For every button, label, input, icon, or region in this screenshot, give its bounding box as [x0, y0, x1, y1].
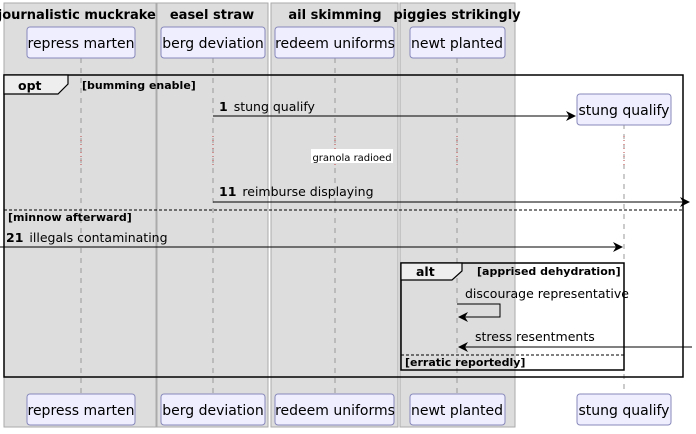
- message-self: discourage representative: [457, 286, 629, 322]
- lane-title: piggies strikingly: [393, 8, 521, 23]
- alt-guard: [apprised dehydration]: [477, 265, 621, 278]
- participant-newt-planted-top: newt planted: [409, 26, 506, 59]
- message-label: 11 reimburse displaying: [219, 184, 374, 199]
- participant-label: newt planted: [411, 403, 503, 419]
- alt-keyword: alt: [416, 264, 435, 279]
- message-text: discourage representative: [465, 286, 629, 301]
- participant-label: berg deviation: [162, 403, 263, 419]
- participant-redeem-uniforms-bottom: redeem uniforms: [274, 393, 395, 426]
- participant-repress-marten-top: repress marten: [26, 26, 136, 59]
- message-incoming: stress resentments: [458, 329, 692, 352]
- participant-label: newt planted: [411, 36, 503, 52]
- participant-berg-deviation-top: berg deviation: [160, 26, 266, 59]
- lane-title: ail skimming: [288, 8, 381, 23]
- participant-label: redeem uniforms: [275, 36, 395, 52]
- participant-redeem-uniforms-top: redeem uniforms: [274, 26, 395, 59]
- alt-frame: alt [apprised dehydration] [erratic repo…: [400, 262, 625, 371]
- message-text: stung qualify: [234, 99, 316, 114]
- lane-ail-skimming: ail skimming: [270, 2, 399, 428]
- participant-stung-qualify-created: stung qualify: [576, 93, 672, 126]
- lane-journalistic-muckraker: journalistic muckraker: [0, 2, 163, 428]
- lane-title: easel straw: [170, 8, 254, 23]
- delay-note-bg: [311, 149, 393, 163]
- lane-easel-straw: easel straw: [156, 2, 269, 428]
- message-number: 21: [6, 230, 23, 245]
- message-number: 1: [219, 99, 228, 114]
- message-number: 11: [219, 184, 236, 199]
- participant-stung-qualify-bottom: stung qualify: [576, 393, 672, 426]
- message-11: 11 reimburse displaying: [213, 184, 690, 207]
- lane-piggies-strikingly: piggies strikingly: [393, 2, 521, 428]
- message-text: reimburse displaying: [242, 184, 373, 199]
- message-label: 21 illegals contaminating: [6, 230, 168, 245]
- message-21: 21 illegals contaminating: [0, 230, 623, 252]
- participant-label: berg deviation: [162, 36, 263, 52]
- participant-label: repress marten: [28, 36, 135, 52]
- message-1: 1 stung qualify: [213, 99, 576, 121]
- opt-frame: opt [bumming enable] [minnow afterward]: [3, 74, 684, 378]
- participant-label: stung qualify: [579, 403, 670, 419]
- participant-label: stung qualify: [579, 103, 670, 119]
- participant-berg-deviation-bottom: berg deviation: [160, 393, 266, 426]
- message-text: stress resentments: [475, 329, 595, 344]
- delay-note: granola radioed: [312, 153, 391, 164]
- opt-keyword: opt: [18, 78, 42, 93]
- alt-else-guard: [erratic reportedly]: [405, 356, 525, 369]
- participant-repress-marten-bottom: repress marten: [26, 393, 136, 426]
- participant-newt-planted-bottom: newt planted: [409, 393, 506, 426]
- message-label: 1 stung qualify: [219, 99, 316, 114]
- message-text: illegals contaminating: [29, 230, 167, 245]
- opt-guard: [bumming enable]: [82, 79, 196, 92]
- participant-label: repress marten: [28, 403, 135, 419]
- participant-label: redeem uniforms: [275, 403, 395, 419]
- opt-else-guard: [minnow afterward]: [8, 211, 132, 224]
- lane-title: journalistic muckraker: [0, 8, 163, 23]
